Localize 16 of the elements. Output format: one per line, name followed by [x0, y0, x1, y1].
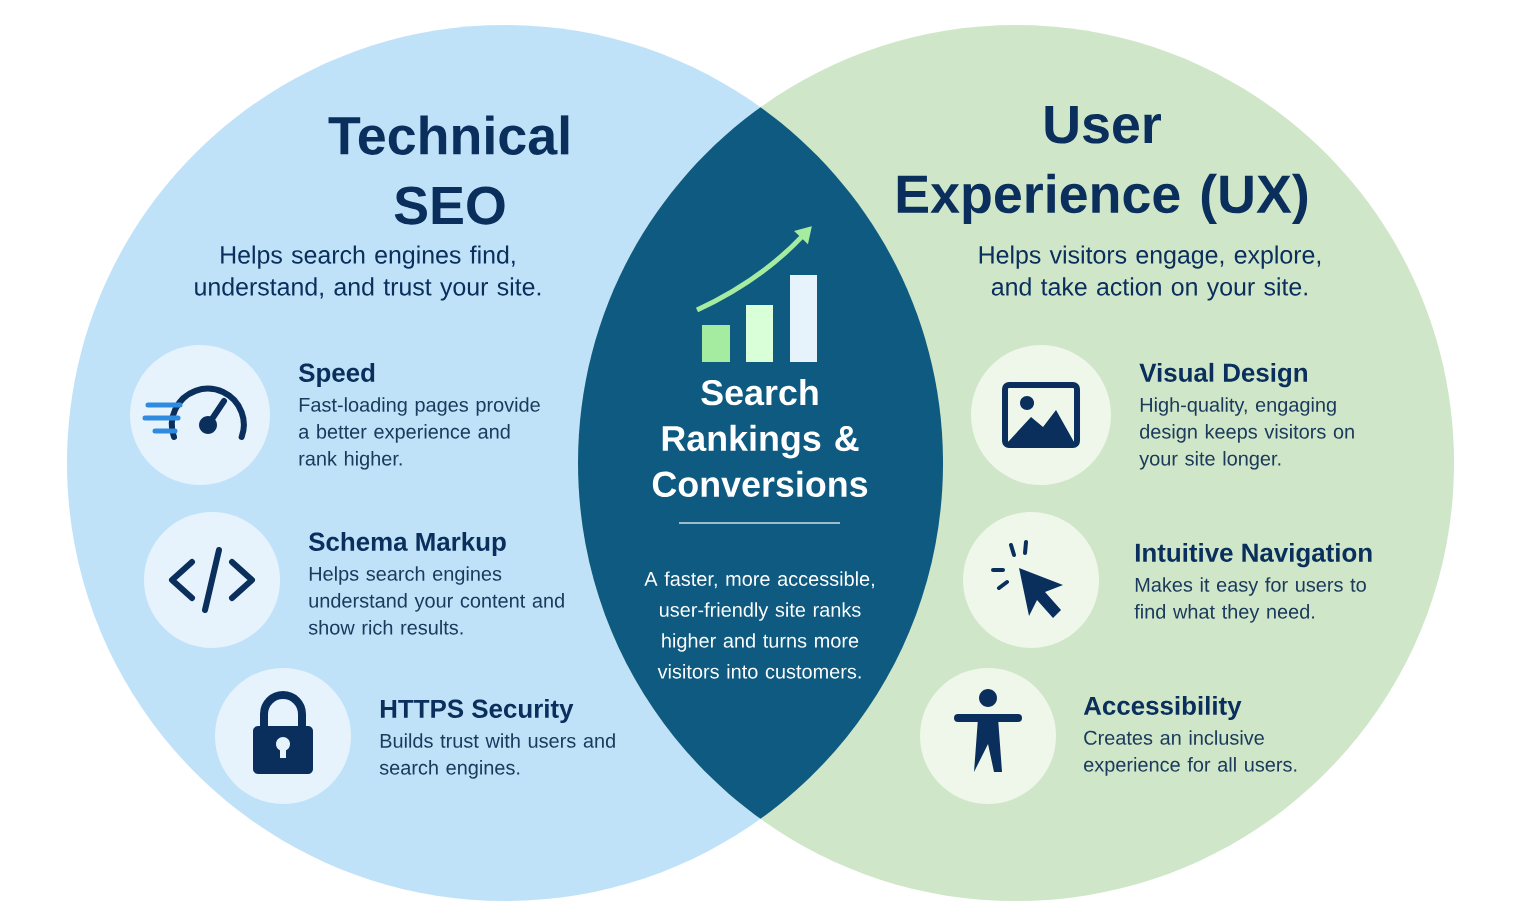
- node-label: HTTPS Security: [380, 698, 574, 724]
- node-label: Speed: [298, 362, 375, 388]
- node-label: High-quality, engaging design keeps visitors on your site longer.: [1139, 397, 1354, 470]
- overlap-area: Search Rankings & Conversions A faster, more accessible, user-friendly site ranks higher and turns more visitors into customers.: [644, 379, 874, 679]
- feature-item: Visual Design High-quality, engaging design keeps visitors on your site longer.: [971, 345, 1354, 485]
- node-label: Fast-loading pages provide a better experience and rank higher.: [299, 397, 540, 470]
- node-label: Helps search engines understand your content and show rich results.: [308, 566, 564, 635]
- node-label: Schema Markup: [308, 531, 506, 557]
- feature-item: Schema Markup Helps search engines understand your content and show rich results.: [144, 512, 564, 648]
- node-label: Makes it easy for users to find what they need.: [1134, 577, 1366, 623]
- feature-item: Intuitive Navigation Makes it easy for users to find what they need.: [963, 512, 1372, 648]
- node-label: Creates an inclusive experience for all users.: [1084, 730, 1297, 776]
- feature-item: Speed Fast-loading pages provide a better experience and rank higher.: [130, 345, 540, 485]
- node-label: Visual Design: [1139, 362, 1307, 388]
- node-label: Accessibility: [1083, 695, 1242, 721]
- node-label: Intuitive Navigation: [1135, 542, 1372, 568]
